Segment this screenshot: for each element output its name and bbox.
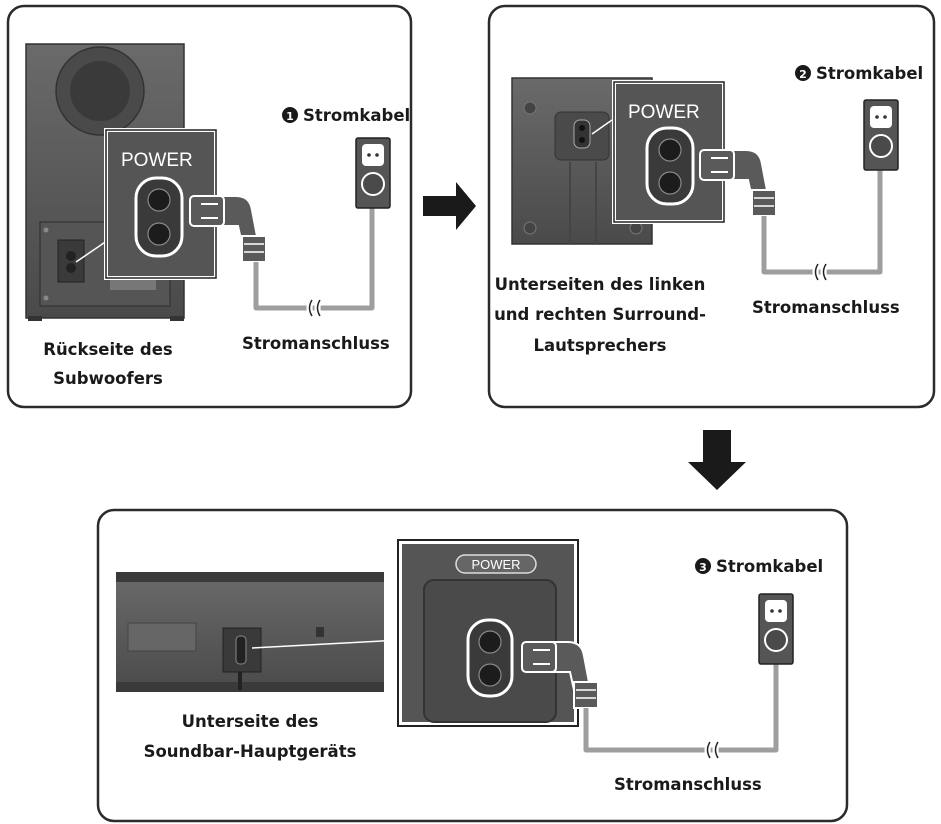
power-plug [189,195,267,263]
power-port-callout: POWER [397,539,579,727]
cable-label: Stromkabel [716,557,823,576]
panel-subwoofer: POWER 1 Stromkabel St [6,4,413,409]
wall-outlet-icon [758,593,794,665]
device-caption-line-3: Lautsprechers [534,336,667,355]
device-caption-line-2: und rechten Surround- [494,305,706,324]
panel-surround: POWER 2 Stromkabel Stromanschlu [487,4,936,409]
arrow-down-icon [688,430,746,490]
power-cable [253,196,375,311]
cable-label: Stromkabel [303,106,410,125]
cable-label: Stromkabel [816,64,923,83]
power-label: POWER [471,557,520,572]
cable-break-icon [706,741,719,759]
wall-outlet-icon [355,137,391,209]
step-2-badge: 2 [795,65,811,81]
panel-soundbar: POWER 3 Stromkabel Stromanschlu [96,508,849,823]
cable-break-icon [814,263,827,281]
device-caption-line-1: Unterseite des [182,712,319,731]
device-caption-line-1: Rückseite des [43,340,173,359]
arrow-right-icon [423,182,476,230]
power-label: POWER [628,102,700,123]
step-1-badge: 1 [282,107,298,123]
connection-label: Stromanschluss [242,334,390,353]
step-3-badge: 3 [695,558,711,574]
svg-text:1: 1 [286,110,294,123]
connection-label: Stromanschluss [752,298,900,317]
svg-text:3: 3 [699,561,707,574]
device-caption-line-2: Soundbar-Hauptgeräts [144,742,357,761]
soundbar-device [116,572,401,692]
connection-label: Stromanschluss [614,775,762,794]
device-caption-line-1: Unterseiten des linken [495,275,706,294]
power-cable [583,660,779,753]
power-label: POWER [121,150,193,171]
svg-text:2: 2 [799,68,807,81]
wall-outlet-icon [863,99,899,171]
power-plug [699,149,777,217]
device-caption-line-2: Subwoofers [53,369,163,388]
